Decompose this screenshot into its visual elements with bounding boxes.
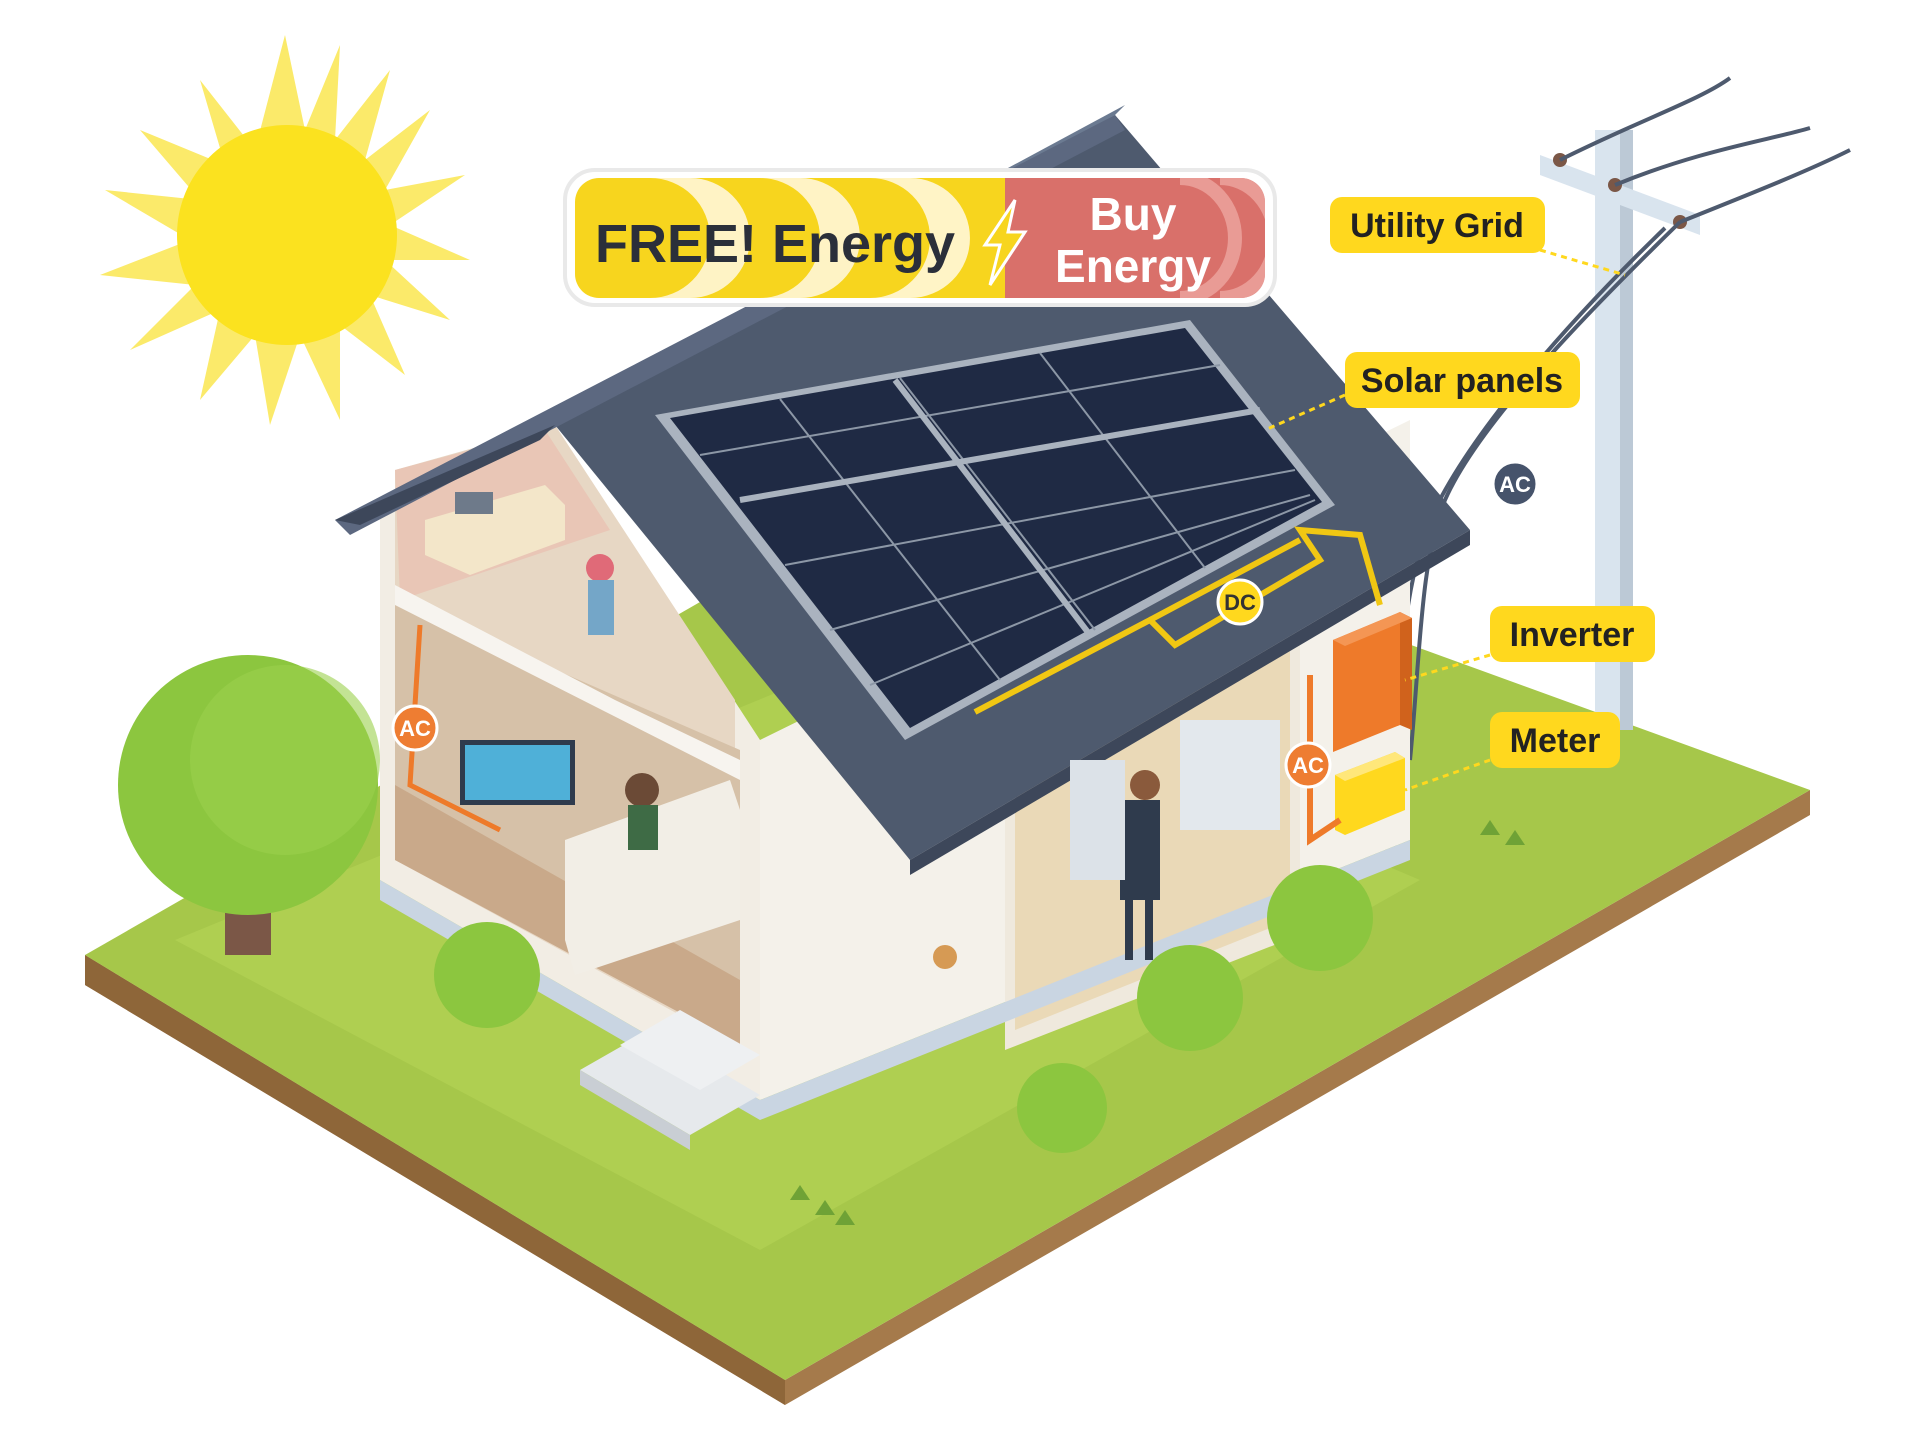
svg-text:AC: AC [1292, 753, 1324, 778]
dc-badge: DC [1216, 578, 1264, 626]
inverter-box [1333, 612, 1412, 752]
svg-text:Inverter: Inverter [1510, 616, 1635, 654]
ac-badge-left: AC [391, 704, 439, 752]
buy-energy-line1: Buy [1090, 188, 1177, 240]
svg-text:AC: AC [399, 716, 431, 741]
solar-panels [655, 320, 1335, 740]
svg-text:DC: DC [1224, 590, 1256, 615]
svg-text:Utility Grid: Utility Grid [1350, 207, 1524, 245]
ac-wiring [407, 624, 1342, 846]
callout-inverter: Inverter [1404, 606, 1655, 682]
front-steps [580, 1010, 760, 1150]
dc-wiring [973, 526, 1383, 715]
callout-solar-panels: Solar panels [1264, 352, 1580, 432]
meter-box [1335, 752, 1405, 835]
bushes [434, 865, 1373, 1153]
svg-text:AC: AC [1499, 472, 1531, 497]
free-energy-label: FREE! Energy [595, 214, 955, 274]
lightning-icon [982, 199, 1028, 286]
buy-energy-line2: Energy [1055, 240, 1211, 292]
ac-badge-pole: AC [1491, 460, 1539, 508]
tree [118, 655, 380, 955]
callout-utility-grid: Utility Grid [1330, 197, 1626, 277]
callout-meter: Meter [1404, 712, 1620, 792]
energy-banner: FREE! Energy Buy Energy [563, 168, 1277, 307]
sun-icon [100, 35, 470, 425]
ac-badge-right: AC [1284, 741, 1332, 789]
svg-text:Solar panels: Solar panels [1361, 362, 1563, 400]
svg-text:Meter: Meter [1510, 722, 1601, 760]
interior [425, 485, 1280, 975]
grass-tufts [790, 820, 1525, 1225]
